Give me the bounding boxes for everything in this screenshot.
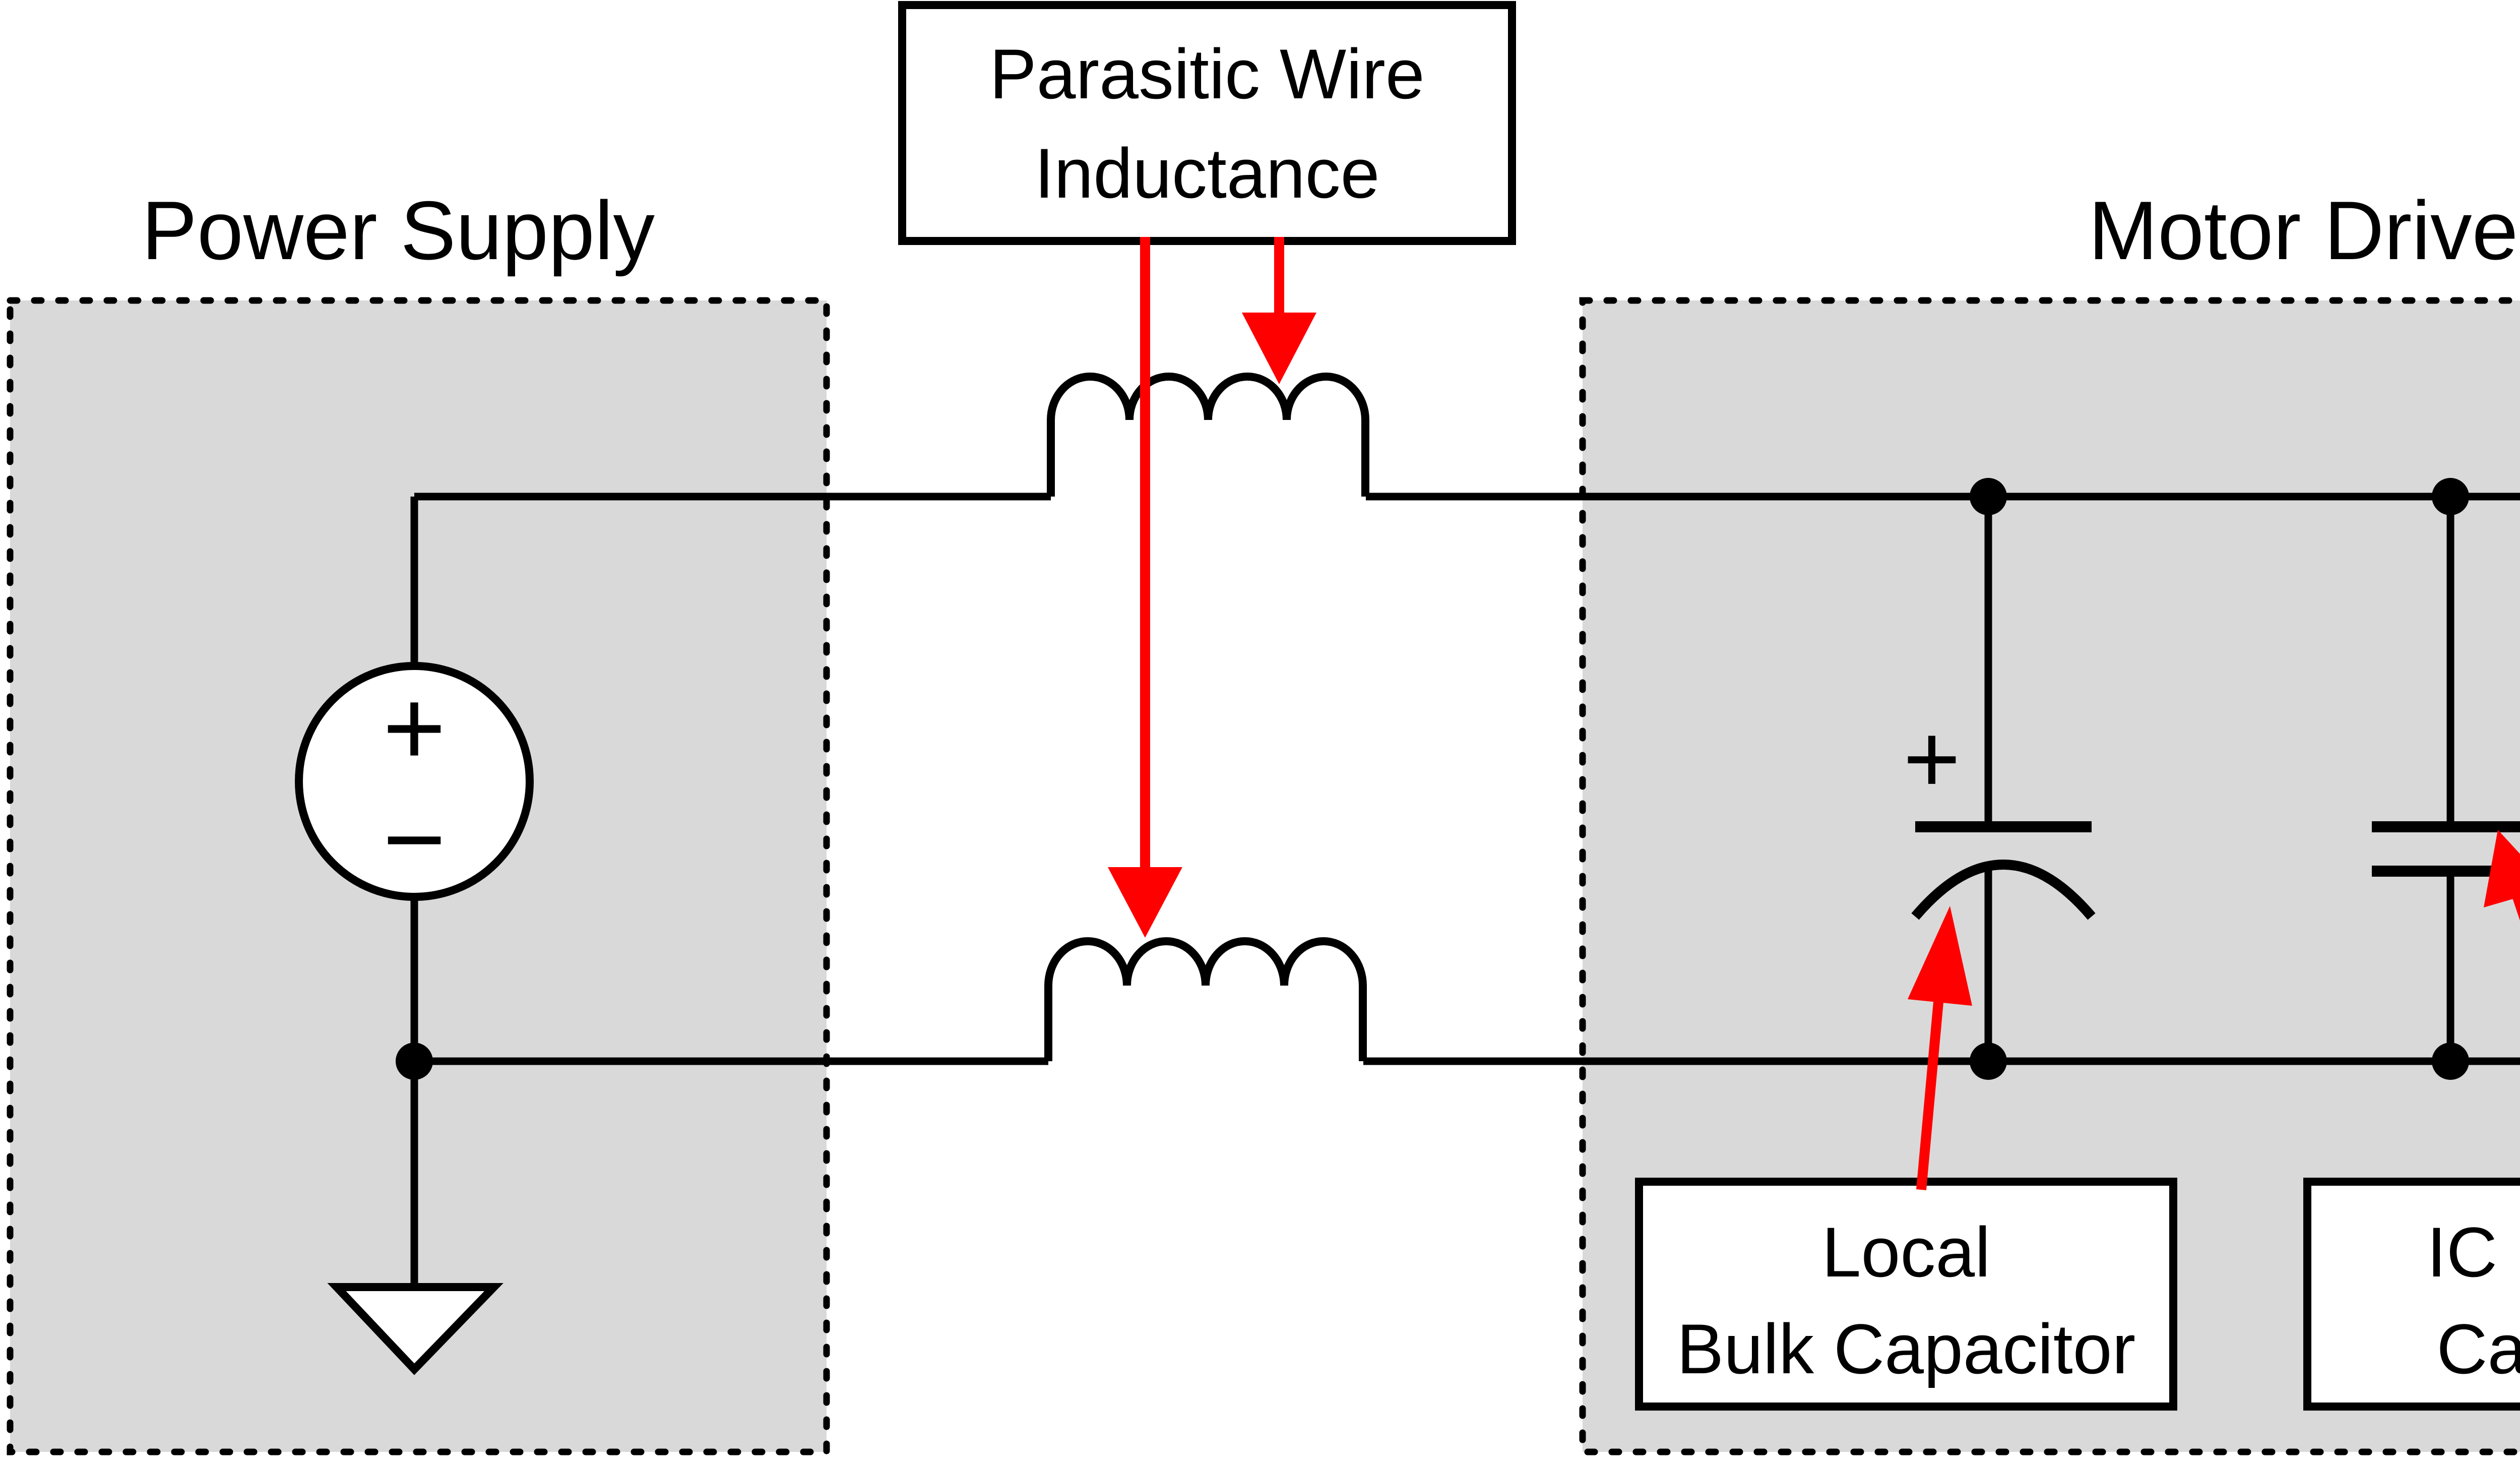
inductor-bottom	[1044, 937, 1367, 1061]
junction-dot	[2432, 478, 2469, 515]
bulk-cap-curved-plate	[1911, 860, 2096, 920]
minus-icon: −	[383, 778, 446, 900]
voltage-source-circle	[295, 662, 534, 901]
plus-icon: +	[383, 667, 446, 788]
bypass-cap-label-line2: Capacitor	[2436, 1309, 2520, 1388]
parasitic-label-line1: Parasitic Wire	[989, 34, 1424, 113]
arrow-head-bypass-cap	[2484, 830, 2520, 907]
inductor-top	[1047, 373, 1369, 497]
bypass-cap-label-line1: IC Bypass	[2427, 1212, 2520, 1292]
motor-drive-system-title: Motor Drive System	[2089, 184, 2520, 277]
bulk-cap-label-line1: Local	[1822, 1212, 1991, 1292]
red-arrows	[1108, 237, 2520, 1190]
voltage-source: + −	[295, 662, 534, 901]
parasitic-label-rect	[898, 1, 1516, 245]
junction-dot	[2432, 1043, 2469, 1080]
arrow-shaft-bulk-cap	[1916, 1002, 1943, 1190]
junction-dot	[396, 1043, 433, 1080]
bulk-cap-label-line2: Bulk Capacitor	[1677, 1309, 2135, 1388]
bypass-cap-label-box: IC Bypass Capacitor	[2303, 1178, 2520, 1411]
junction-dot	[1970, 1043, 2007, 1080]
arrow-head-bottom-inductor	[1108, 867, 1182, 938]
arrow-head-bulk-cap	[1908, 906, 1972, 1006]
junction-dot	[1970, 478, 2007, 515]
power-supply-title: Power Supply	[142, 184, 655, 277]
parasitic-label-box: Parasitic Wire Inductance	[898, 1, 1516, 245]
bulk-cap-plus-icon: +	[1903, 704, 1961, 814]
bypass-cap-label-rect	[2303, 1178, 2520, 1411]
arrow-head-top-inductor	[1242, 313, 1316, 384]
parasitic-label-line2: Inductance	[1035, 134, 1380, 213]
bulk-cap-label-rect	[1635, 1178, 2177, 1411]
bulk-cap-label-box: Local Bulk Capacitor	[1635, 1178, 2177, 1411]
bulk-capacitor: +	[1903, 704, 2096, 920]
ground-icon	[327, 1283, 503, 1375]
